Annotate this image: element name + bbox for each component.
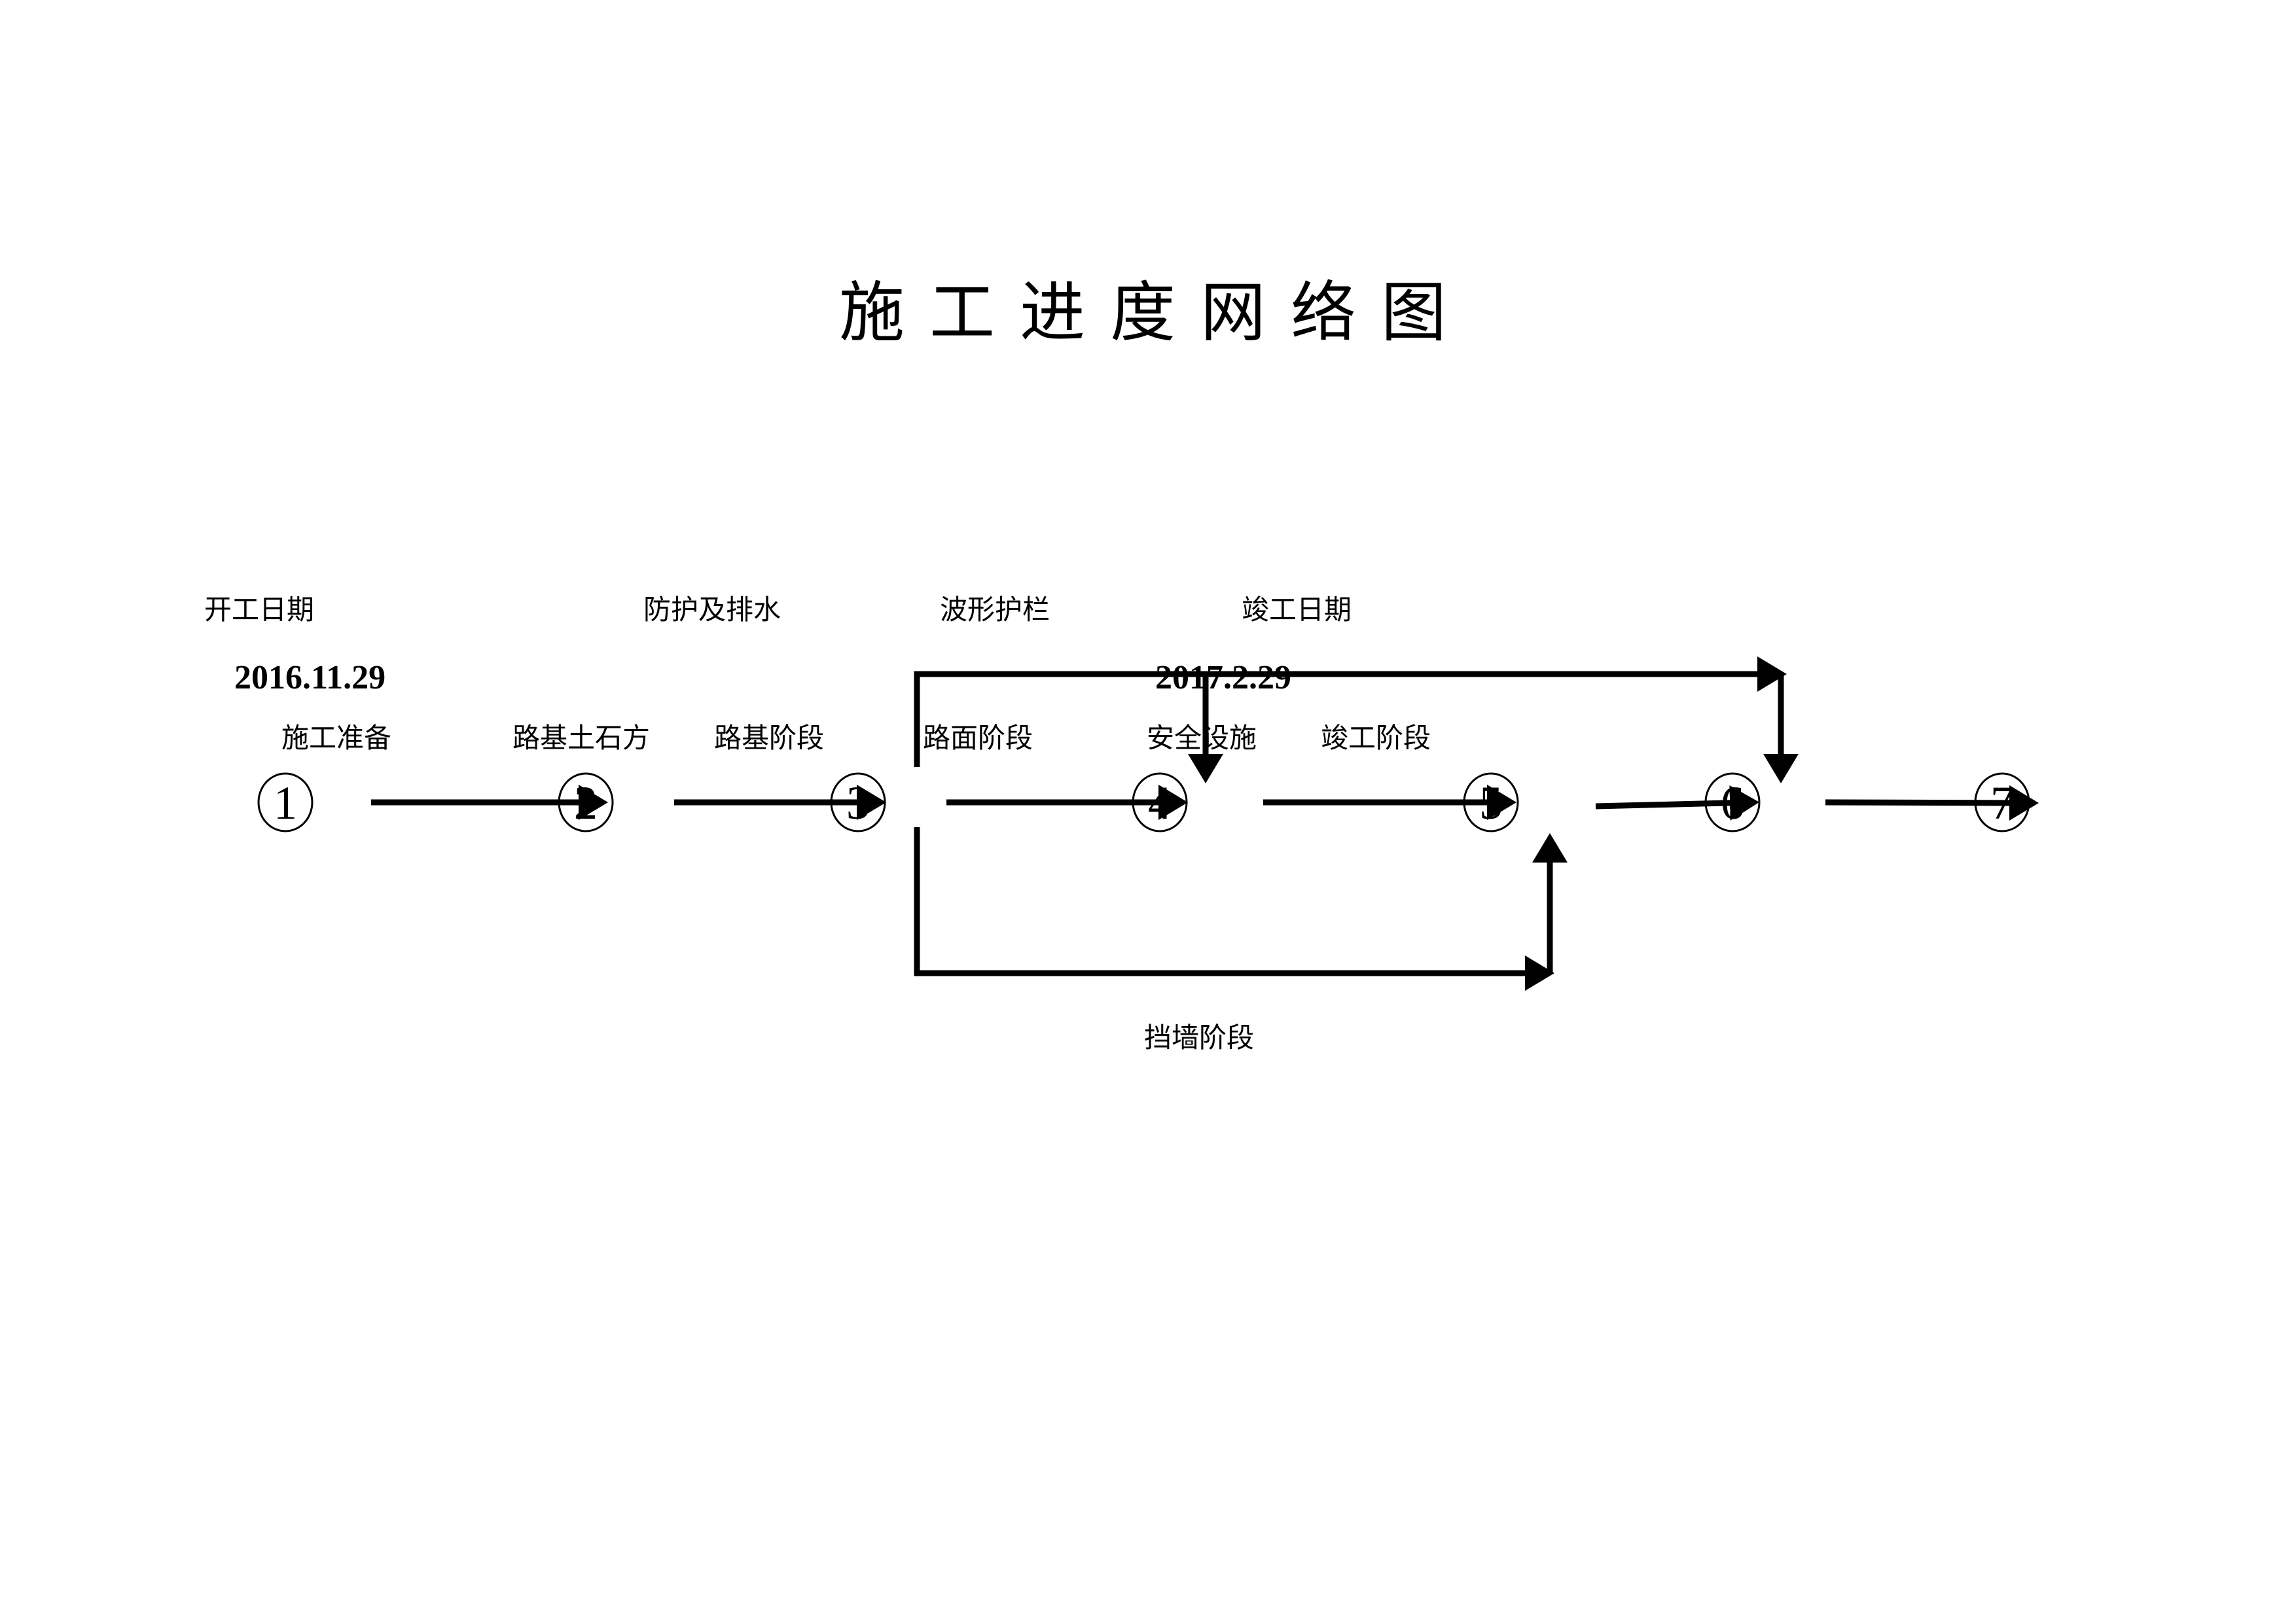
activity-label: 路基阶段: [714, 722, 824, 754]
activity-label: 安全设施: [1147, 722, 1257, 754]
bottom-branch-arrow: [914, 827, 1554, 991]
end-date: 2017.2.29: [1155, 659, 1291, 696]
node-1: 1: [257, 772, 314, 832]
page-title: 施工进度网络图: [839, 274, 1471, 351]
start-date-label: 开工日期: [204, 594, 314, 626]
activity-label: 路面阶段: [923, 722, 1033, 754]
top-branch-arrow: [914, 656, 1787, 767]
start-date: 2016.11.29: [234, 659, 386, 696]
activity-label: 竣工阶段: [1321, 722, 1431, 754]
completion-date-label: 竣工日期: [1242, 594, 1352, 626]
protection-drainage-label: 防护及排水: [643, 594, 781, 626]
arrow-5-6: [1595, 785, 1759, 821]
activity-label: 施工准备: [281, 722, 391, 754]
retaining-wall-label: 挡墙阶段: [1144, 1022, 1254, 1054]
activity-label: 路基土石方: [512, 722, 650, 754]
arrow-6-7: [1825, 785, 2039, 821]
svg-text:1: 1: [274, 777, 297, 829]
guardrail-label: 波形护栏: [940, 594, 1050, 626]
